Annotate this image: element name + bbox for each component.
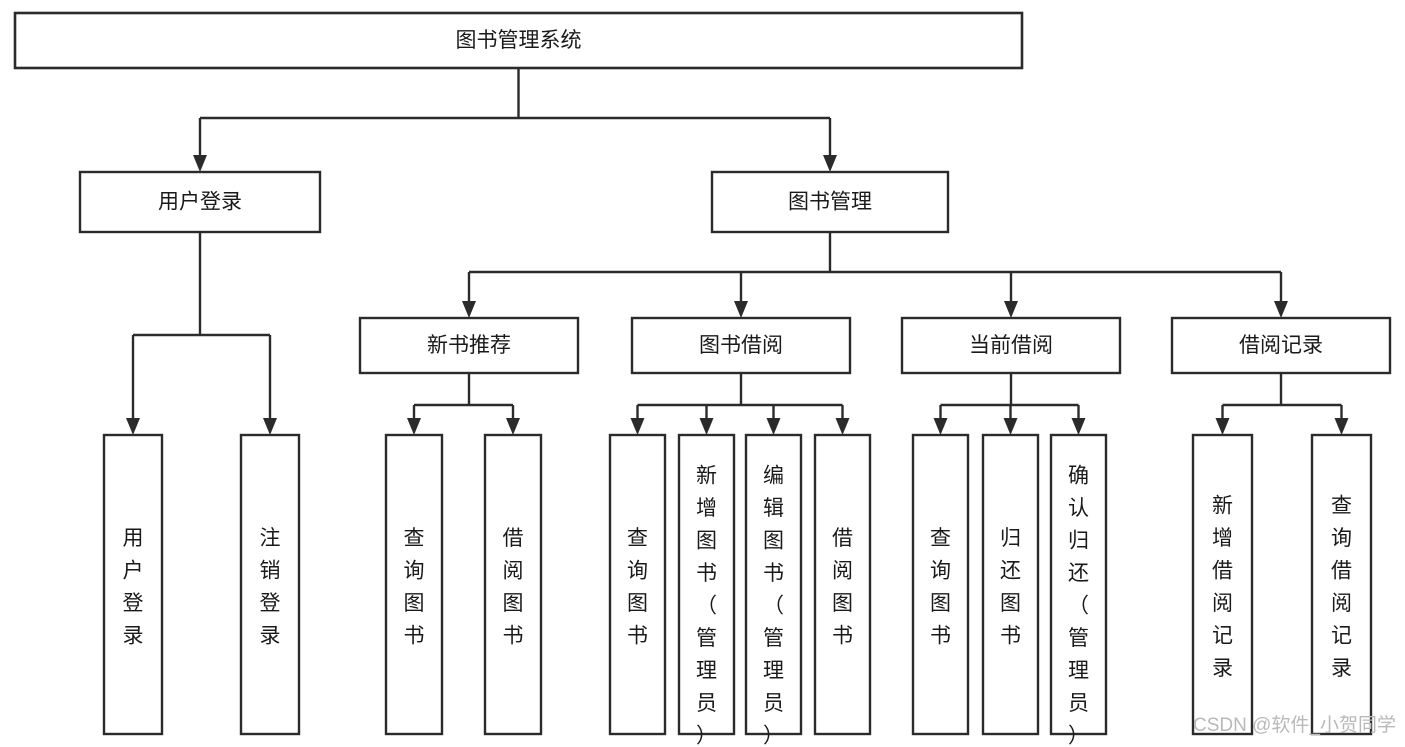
node-cb-return-book[interactable]: 归还图书 (981, 433, 1040, 736)
node-label: 新增图书（管理员） (696, 464, 717, 747)
node-label: 图书借阅 (699, 334, 783, 357)
node-book-borrow[interactable]: 图书借阅 (630, 316, 852, 375)
node-br-query-record[interactable]: 查询借阅记录 (1310, 433, 1373, 736)
node-nbr-borrow-book[interactable]: 借阅图书 (483, 433, 543, 736)
node-label: 查询借阅记录 (1331, 494, 1352, 680)
node-label: 编辑图书（管理员） (763, 464, 784, 747)
node-leaf-user-logout[interactable]: 注销登录 (239, 433, 301, 736)
node-cb-confirm-return[interactable]: 确认归还（管理员） (1049, 433, 1108, 747)
node-layer: 图书管理系统用户登录用户登录注销登录图书管理新书推荐查询图书借阅图书图书借阅查询… (13, 11, 1392, 747)
node-label: 用户登录 (158, 191, 242, 214)
node-label: 图书管理系统 (456, 29, 582, 52)
node-label: 确认归还（管理员） (1068, 464, 1089, 747)
node-root[interactable]: 图书管理系统 (13, 11, 1024, 70)
node-br-add-record[interactable]: 新增借阅记录 (1191, 433, 1254, 736)
node-label: 借阅记录 (1239, 334, 1323, 357)
node-label: 借阅图书 (503, 527, 524, 648)
node-label: 借阅图书 (832, 527, 853, 648)
node-label: 查询图书 (930, 527, 951, 648)
node-book-manage[interactable]: 图书管理 (710, 170, 950, 234)
node-cb-query-book[interactable]: 查询图书 (911, 433, 970, 736)
node-label: 当前借阅 (969, 334, 1053, 357)
node-borrow-record[interactable]: 借阅记录 (1170, 316, 1392, 375)
node-bb-query-book[interactable]: 查询图书 (608, 433, 667, 736)
node-user-login[interactable]: 用户登录 (78, 170, 322, 234)
node-current-borrow[interactable]: 当前借阅 (900, 316, 1122, 375)
node-label: 注销登录 (260, 527, 281, 648)
connector-layer (126, 68, 1349, 435)
node-label: 用户登录 (123, 527, 144, 648)
node-nbr-query-book[interactable]: 查询图书 (384, 433, 444, 736)
node-label: 归还图书 (1000, 527, 1021, 648)
csdn-watermark: CSDN @软件_小贺同学 (1193, 714, 1396, 736)
node-label: 图书管理 (788, 191, 872, 214)
node-bb-add-book[interactable]: 新增图书（管理员） (677, 433, 736, 747)
node-leaf-user-login[interactable]: 用户登录 (102, 433, 164, 736)
node-label: 查询图书 (627, 527, 648, 648)
node-bb-edit-book[interactable]: 编辑图书（管理员） (744, 433, 803, 747)
node-new-book-recommend[interactable]: 新书推荐 (358, 316, 580, 375)
node-bb-borrow-book[interactable]: 借阅图书 (813, 433, 872, 736)
node-label: 新增借阅记录 (1212, 494, 1233, 680)
node-label: 查询图书 (404, 527, 425, 648)
node-label: 新书推荐 (427, 334, 511, 357)
